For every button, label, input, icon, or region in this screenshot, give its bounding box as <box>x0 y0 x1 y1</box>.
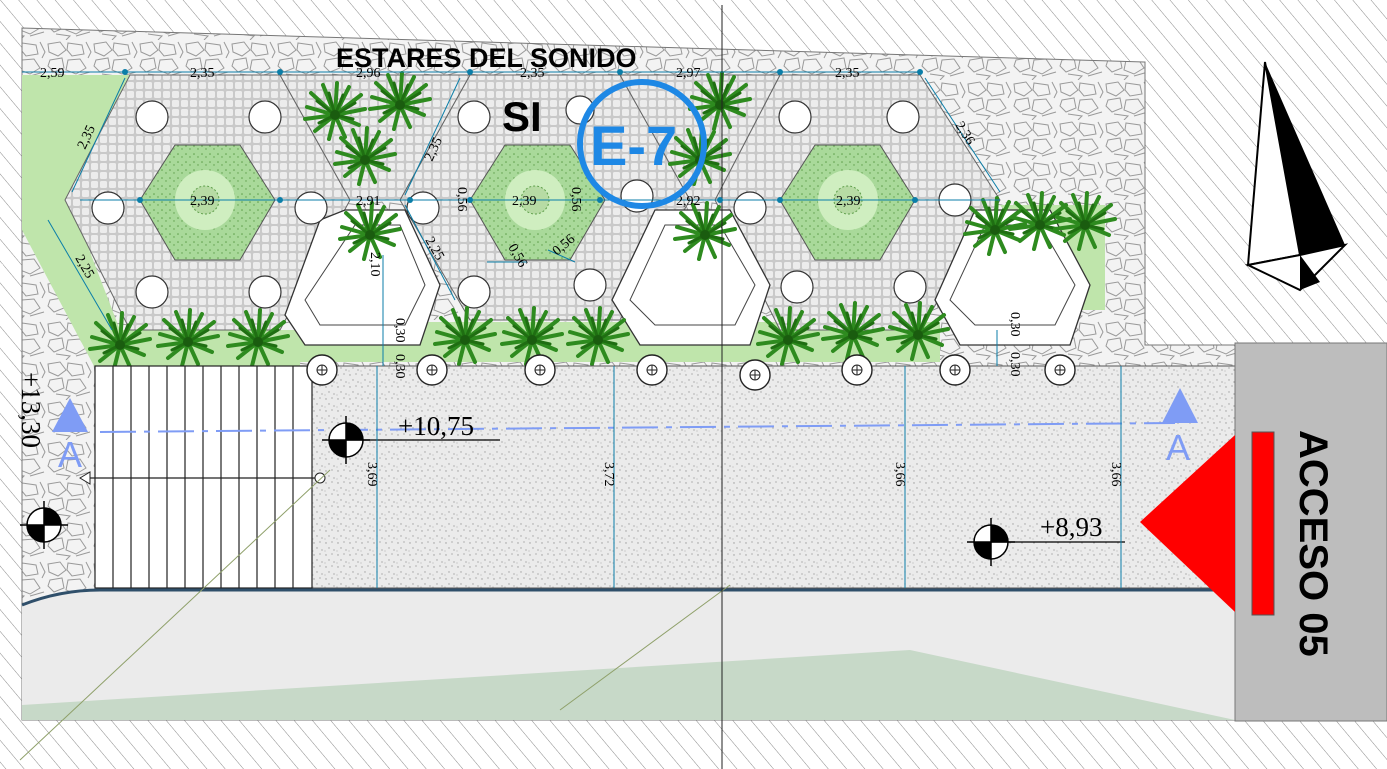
level-access: +8,93 <box>1040 512 1102 542</box>
green-verge <box>22 650 1235 720</box>
dim-top: 2,35 <box>520 66 545 81</box>
dim-top: 2,96 <box>356 66 381 81</box>
gravel-plaza <box>311 365 1238 589</box>
access-arrow <box>1140 435 1235 612</box>
section-mark-right: A <box>1166 427 1190 468</box>
dim-plaza: 3,66 <box>1108 462 1123 487</box>
north-arrow-icon <box>1244 61 1349 292</box>
dim-top: 2,35 <box>835 66 860 81</box>
level-stairs-top: +13,30 <box>16 372 46 448</box>
dim-mid: 2,39 <box>512 194 537 209</box>
dim-top: 2,35 <box>190 66 215 81</box>
access-red-bar <box>1251 431 1275 616</box>
access-label: ACCESO 05 <box>1291 430 1335 657</box>
sheet-marker-circle <box>577 79 707 209</box>
dim-plaza: 3,69 <box>364 462 379 487</box>
section-mark-left: A <box>58 434 82 475</box>
dim-top: 2,97 <box>676 66 701 81</box>
dim-curb: 2,10 <box>367 252 382 277</box>
bench-hex-1 <box>284 209 441 346</box>
property-line-2 <box>559 584 731 711</box>
property-line-1 <box>19 469 331 761</box>
round-seats <box>91 95 972 309</box>
dim-mid: 2,39 <box>836 194 861 209</box>
section-line <box>52 388 1198 433</box>
dim-small: 0,56 <box>454 187 469 212</box>
dim-plaza: 3,66 <box>892 462 907 487</box>
dim-mid: 2,92 <box>676 194 701 209</box>
dim-mid: 2,39 <box>190 194 215 209</box>
staircase <box>79 365 326 589</box>
garden-hex-3 <box>779 144 916 261</box>
sheet-marker-label: E-7 <box>590 114 677 177</box>
dim-curb: 0,30 <box>392 354 407 379</box>
dim-plaza: 3,72 <box>601 462 616 487</box>
dim-curb: 0,30 <box>392 318 407 343</box>
level-plaza: +10,75 <box>398 411 474 441</box>
dimension-ticks <box>122 69 923 203</box>
dim-top: 2,59 <box>40 66 65 81</box>
garden-hex-1 <box>139 144 276 261</box>
zone-tag: SI <box>502 93 542 140</box>
dim-small: 0,56 <box>568 187 583 212</box>
curb-edge <box>21 588 1235 607</box>
dim-mid: 2,91 <box>356 194 381 209</box>
dim-curb: 0,30 <box>1007 352 1022 377</box>
dim-curb: 0,30 <box>1007 312 1022 337</box>
plan-title: ESTARES DEL SONIDO <box>336 43 637 73</box>
